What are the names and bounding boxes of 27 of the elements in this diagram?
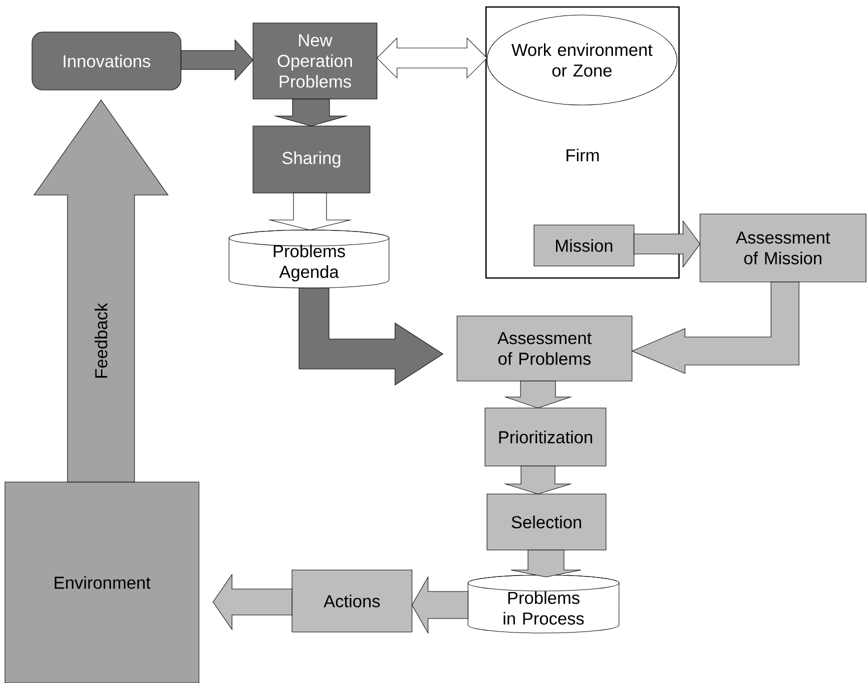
- process-box: New Operation Problems: [252, 22, 378, 100]
- block-arrow: [376, 37, 488, 79]
- process-box: Assessment of Mission: [700, 214, 866, 282]
- block-arrow: [504, 380, 572, 408]
- process-box: Prioritization: [484, 408, 606, 466]
- process-box: Actions: [292, 570, 412, 632]
- block-arrow: [634, 220, 700, 268]
- block-arrow: [212, 574, 292, 630]
- edge-label: Feedback: [93, 302, 109, 380]
- ellipse-node: Work environment or Zone: [486, 14, 678, 106]
- process-box: Assessment of Problems: [456, 316, 632, 382]
- block-arrow: [631, 282, 800, 374]
- process-box: Selection: [486, 494, 606, 550]
- block-arrow: [298, 288, 444, 386]
- block-arrow: [180, 39, 254, 81]
- block-arrow: [412, 576, 468, 634]
- block-arrow: [504, 466, 572, 494]
- block-arrow: [510, 550, 582, 578]
- process-box: Innovations: [32, 32, 182, 90]
- process-box: Sharing: [252, 126, 370, 194]
- block-arrow: [268, 192, 352, 230]
- process-box: Environment: [4, 482, 200, 683]
- database-cylinder: Problems in Process: [468, 574, 620, 634]
- database-cylinder: Problems Agenda: [228, 230, 390, 288]
- block-arrow: [33, 100, 169, 482]
- process-box: Mission: [534, 224, 634, 266]
- block-arrow: [274, 98, 348, 126]
